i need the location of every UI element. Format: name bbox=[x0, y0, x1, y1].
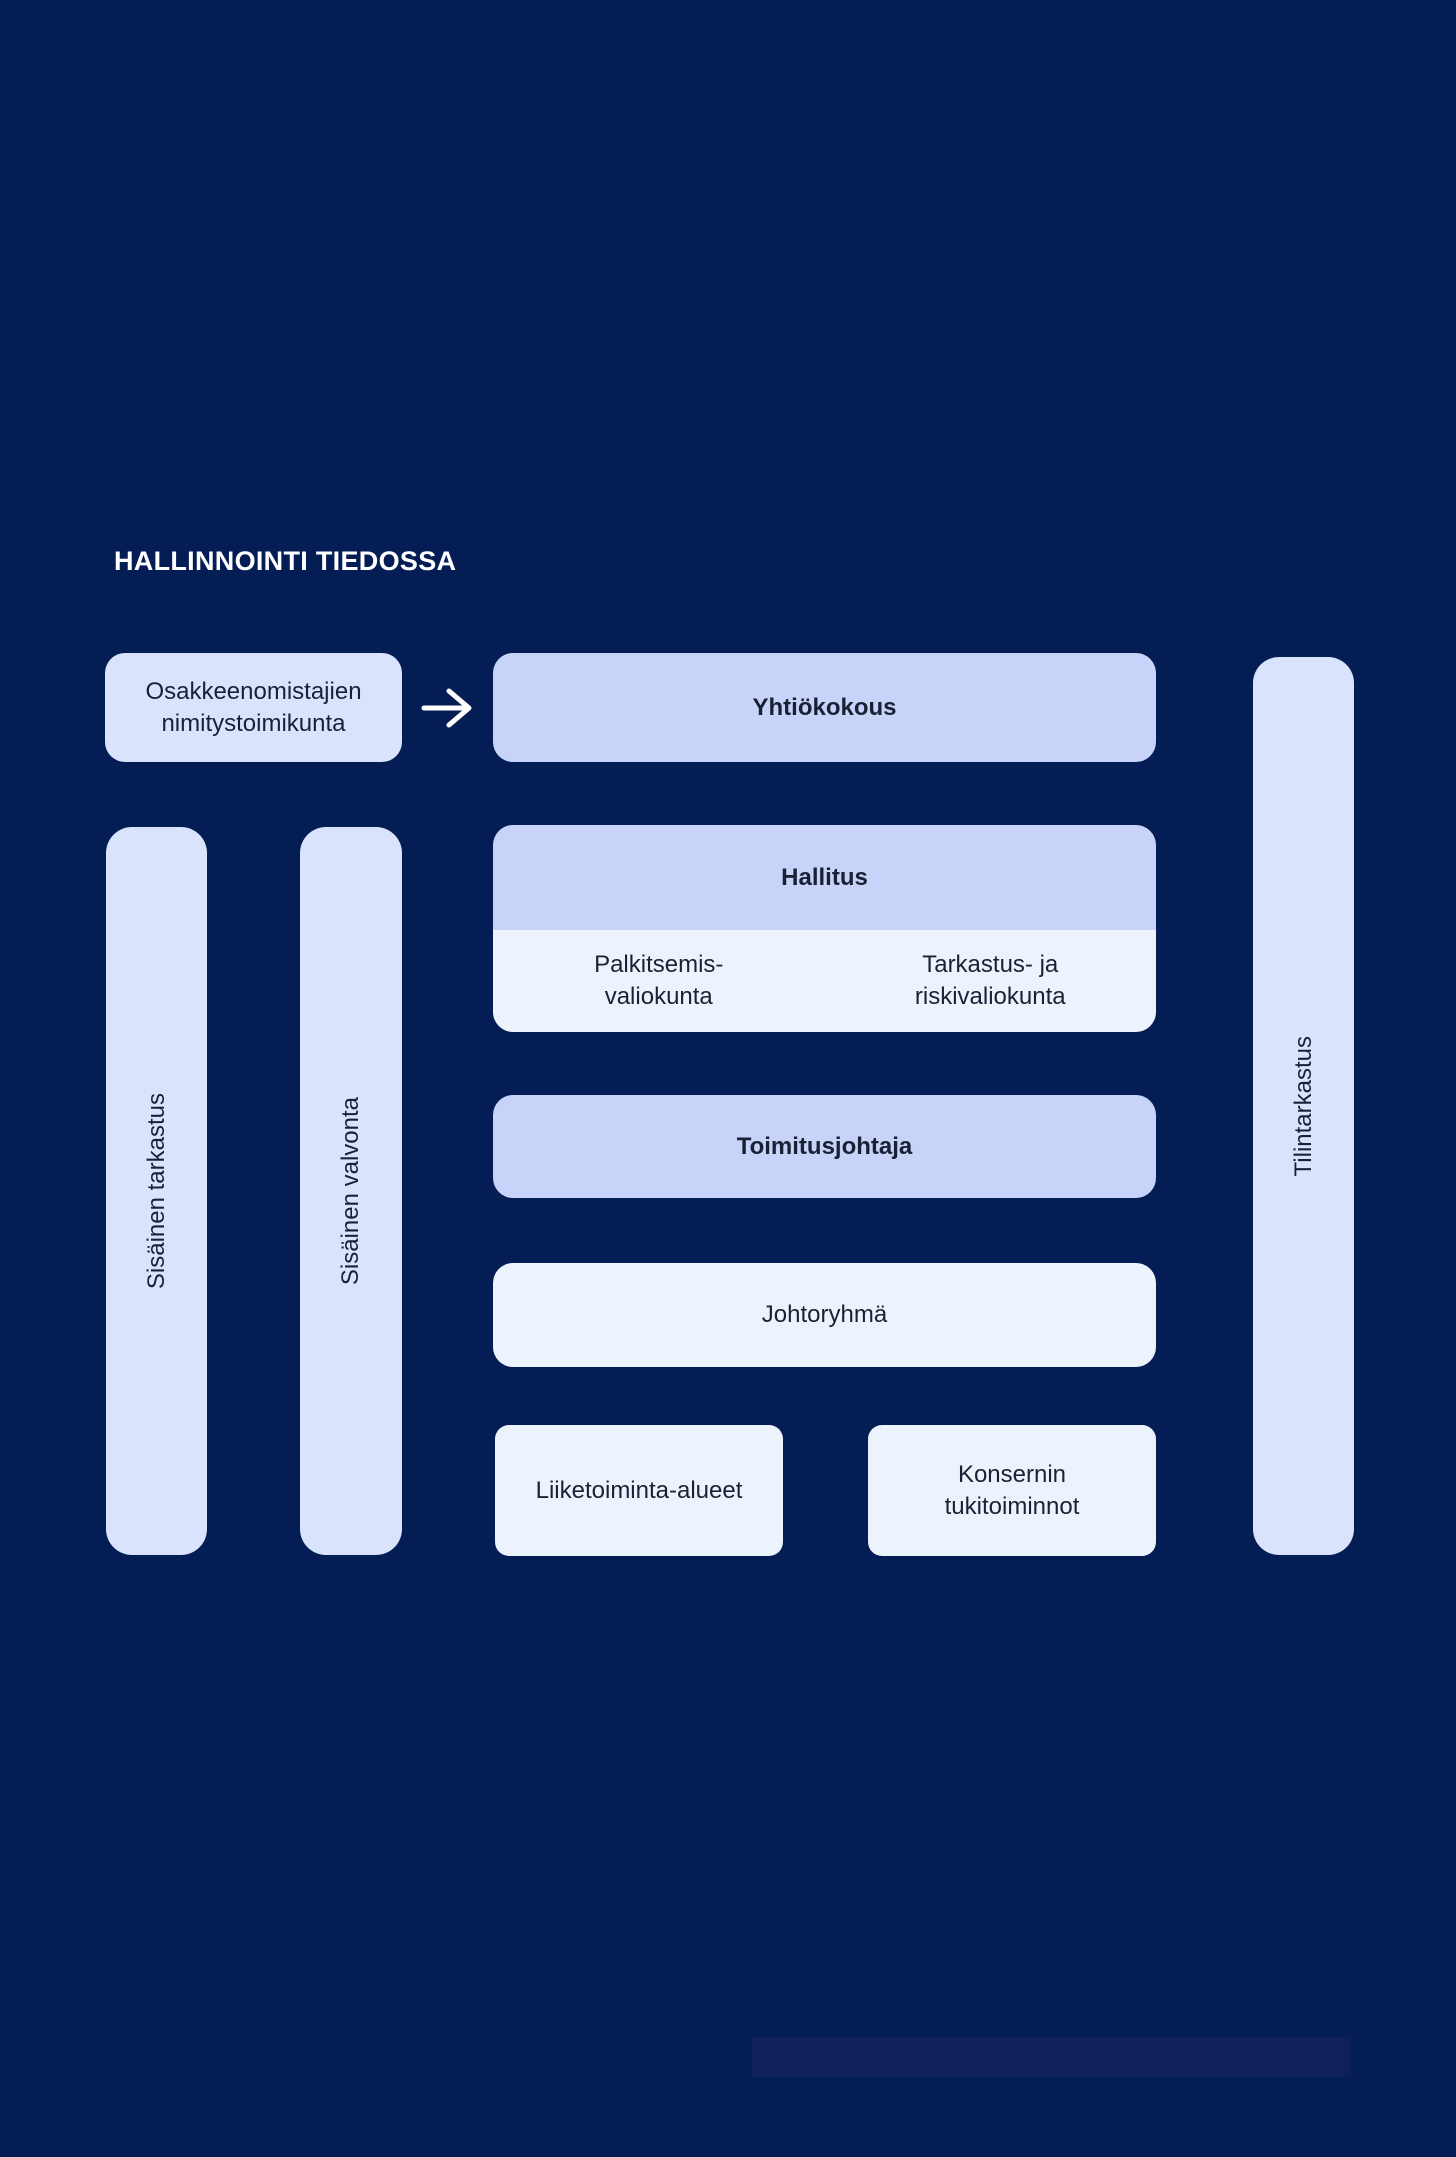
page-title: HALLINNOINTI TIEDOSSA bbox=[114, 546, 457, 576]
arrow-right-icon bbox=[419, 683, 475, 733]
external-audit-label: Tilintarkastus bbox=[1289, 1035, 1317, 1177]
ceo-box: Toimitusjohtaja bbox=[493, 1095, 1156, 1198]
group-support-functions-box: Konsernin tukitoiminnot bbox=[868, 1425, 1156, 1556]
board-committees-section: Palkitsemis- valiokunta Tarkastus- ja ri… bbox=[493, 930, 1156, 1032]
audit-risk-committee-label: Tarkastus- ja riskivaliokunta bbox=[914, 951, 1066, 1010]
internal-control-pillar: Sisäinen valvonta bbox=[300, 827, 402, 1555]
remuneration-committee-label: Palkitsemis- valiokunta bbox=[594, 951, 724, 1010]
board-box: Hallitus bbox=[493, 825, 1156, 930]
general-meeting-box: Yhtiökokous bbox=[493, 653, 1156, 762]
footer-highlight-bar bbox=[752, 2037, 1351, 2077]
internal-control-label: Sisäinen valvonta bbox=[337, 1096, 364, 1286]
management-team-box: Johtoryhmä bbox=[493, 1263, 1156, 1367]
business-areas-box: Liiketoiminta-alueet bbox=[495, 1425, 783, 1556]
shareholders-nomination-committee-box: Osakkeenomistajien nimitystoimikunta bbox=[105, 653, 402, 762]
board-group-box: Hallitus Palkitsemis- valiokunta Tarkast… bbox=[493, 825, 1156, 1032]
internal-audit-pillar: Sisäinen tarkastus bbox=[106, 827, 207, 1555]
external-audit-pillar: Tilintarkastus bbox=[1253, 657, 1354, 1555]
internal-audit-label: Sisäinen tarkastus bbox=[142, 1092, 170, 1290]
